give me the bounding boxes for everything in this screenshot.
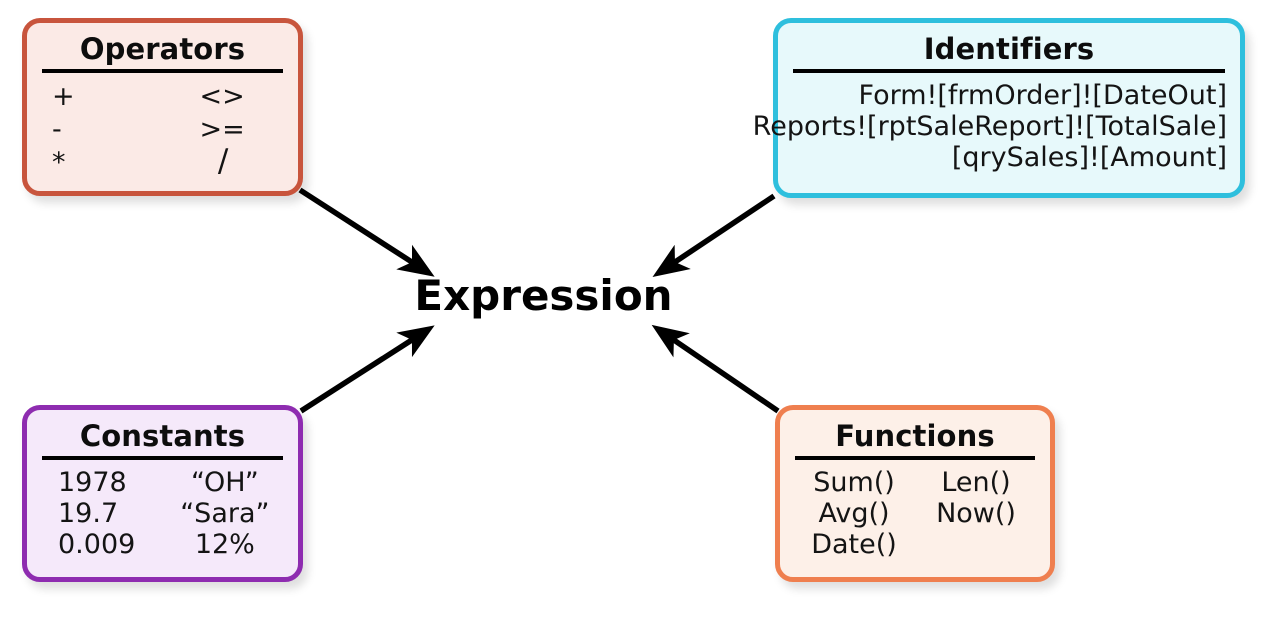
- operator-item: <>: [199, 81, 245, 112]
- card-operators: Operators + - * <> >= /: [22, 18, 303, 196]
- card-constants-left-column: 1978 19.7 0.009: [40, 467, 165, 567]
- card-constants-right-column: “OH” “Sara” 12%: [165, 467, 285, 567]
- arrow-functions-to-expression: [651, 324, 780, 414]
- card-operators-left-column: + - *: [40, 80, 159, 181]
- constant-item: “Sara”: [180, 498, 270, 529]
- identifier-item: Reports![rptSaleReport]![TotalSale]: [752, 111, 1227, 142]
- card-functions-title: Functions: [835, 419, 995, 453]
- constant-item: 0.009: [58, 529, 136, 560]
- card-operators-title: Operators: [79, 32, 246, 66]
- center-label-expression: Expression: [414, 271, 673, 320]
- constant-item: 12%: [194, 529, 255, 560]
- constant-item: 19.7: [58, 498, 119, 529]
- function-item: Date(): [811, 529, 897, 560]
- operator-item: +: [52, 81, 75, 112]
- arrow-constants-to-expression: [299, 325, 435, 414]
- card-functions: Functions Sum() Avg() Date() Len() Now(): [775, 405, 1055, 582]
- card-identifiers: Identifiers Form![frmOrder]![DateOut] Re…: [753, 18, 1245, 198]
- card-identifiers-divider: [793, 69, 1225, 73]
- constant-item: 1978: [58, 467, 127, 498]
- card-functions-body: Sum() Avg() Date() Len() Now(): [793, 467, 1037, 567]
- arrow-identifiers-to-expression: [652, 193, 776, 277]
- card-operators-body: + - * <> >= /: [40, 80, 285, 181]
- function-item: Avg(): [818, 498, 890, 529]
- operator-item: >=: [199, 114, 245, 145]
- card-functions-right-column: Len() Now(): [915, 467, 1037, 567]
- constant-item: “OH”: [190, 467, 259, 498]
- card-constants-body: 1978 19.7 0.009 “OH” “Sara” 12%: [40, 467, 285, 567]
- card-identifiers-title: Identifiers: [923, 32, 1095, 66]
- function-item: Len(): [941, 467, 1011, 498]
- card-constants-divider: [42, 456, 283, 460]
- identifier-item: Form![frmOrder]![DateOut]: [858, 80, 1227, 111]
- card-functions-divider: [795, 456, 1035, 460]
- card-functions-left-column: Sum() Avg() Date(): [793, 467, 915, 567]
- identifier-item: [qrySales]![Amount]: [951, 142, 1227, 173]
- card-constants-title: Constants: [79, 419, 246, 453]
- function-item: Sum(): [813, 467, 895, 498]
- operator-item: *: [52, 147, 66, 178]
- card-identifiers-body: Form![frmOrder]![DateOut] Reports![rptSa…: [753, 80, 1227, 183]
- operator-item: -: [52, 114, 62, 145]
- function-item: Now(): [936, 498, 1016, 529]
- card-operators-right-column: <> >= /: [159, 80, 285, 181]
- card-operators-divider: [42, 69, 283, 73]
- operator-item: /: [217, 143, 229, 179]
- arrow-operators-to-expression: [298, 187, 435, 277]
- card-constants: Constants 1978 19.7 0.009 “OH” “Sara” 12…: [22, 405, 303, 582]
